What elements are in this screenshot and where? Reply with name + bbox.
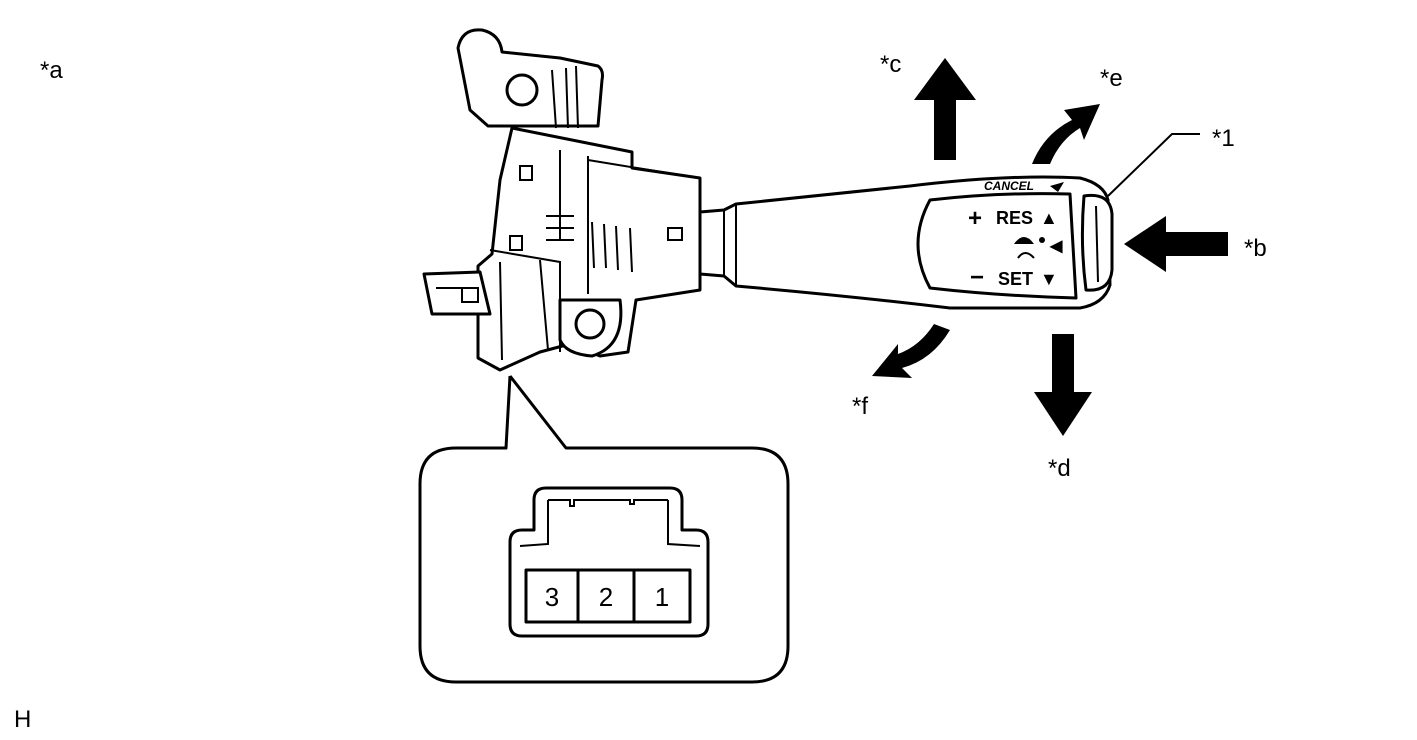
pin-label-2: 2 <box>599 582 613 612</box>
leader-line-1 <box>1107 133 1200 197</box>
pin-label-1: 1 <box>655 582 669 612</box>
label-d: *d <box>1048 455 1071 482</box>
label-c: *c <box>880 51 901 78</box>
set-label: SET <box>998 269 1033 289</box>
set-down-arrow-icon: ▼ <box>1040 269 1058 289</box>
arrow-up-right-icon <box>1032 104 1100 164</box>
lever-arm: CANCEL + RES ▲ − SET ▼ ◀ <box>698 175 1114 310</box>
minus-symbol: − <box>970 264 984 291</box>
arrow-down-left-icon <box>872 324 950 378</box>
arrow-down-icon <box>1034 334 1092 436</box>
cancel-arrow-icon <box>1050 182 1064 192</box>
label-b: *b <box>1244 235 1267 262</box>
pin-cell-1 <box>632 568 692 624</box>
res-label: RES <box>996 208 1033 228</box>
left-arrow-icon: ◀ <box>1049 238 1063 255</box>
label-h: H <box>14 706 31 733</box>
label-f: *f <box>852 393 868 420</box>
label-e: *e <box>1100 65 1123 92</box>
cruise-speedometer-icon <box>1014 237 1045 259</box>
pin-label-3: 3 <box>545 582 559 612</box>
label-1: *1 <box>1212 125 1235 152</box>
connector-callout: 3 2 1 <box>418 375 790 684</box>
plus-symbol: + <box>968 205 982 232</box>
label-a: *a <box>40 57 63 84</box>
res-up-arrow-icon: ▲ <box>1040 208 1058 228</box>
arrow-left-icon <box>1124 216 1228 272</box>
direction-arrows <box>872 58 1228 436</box>
switch-housing <box>422 28 702 372</box>
arrow-up-icon <box>914 58 976 160</box>
cancel-label: CANCEL <box>984 179 1034 193</box>
